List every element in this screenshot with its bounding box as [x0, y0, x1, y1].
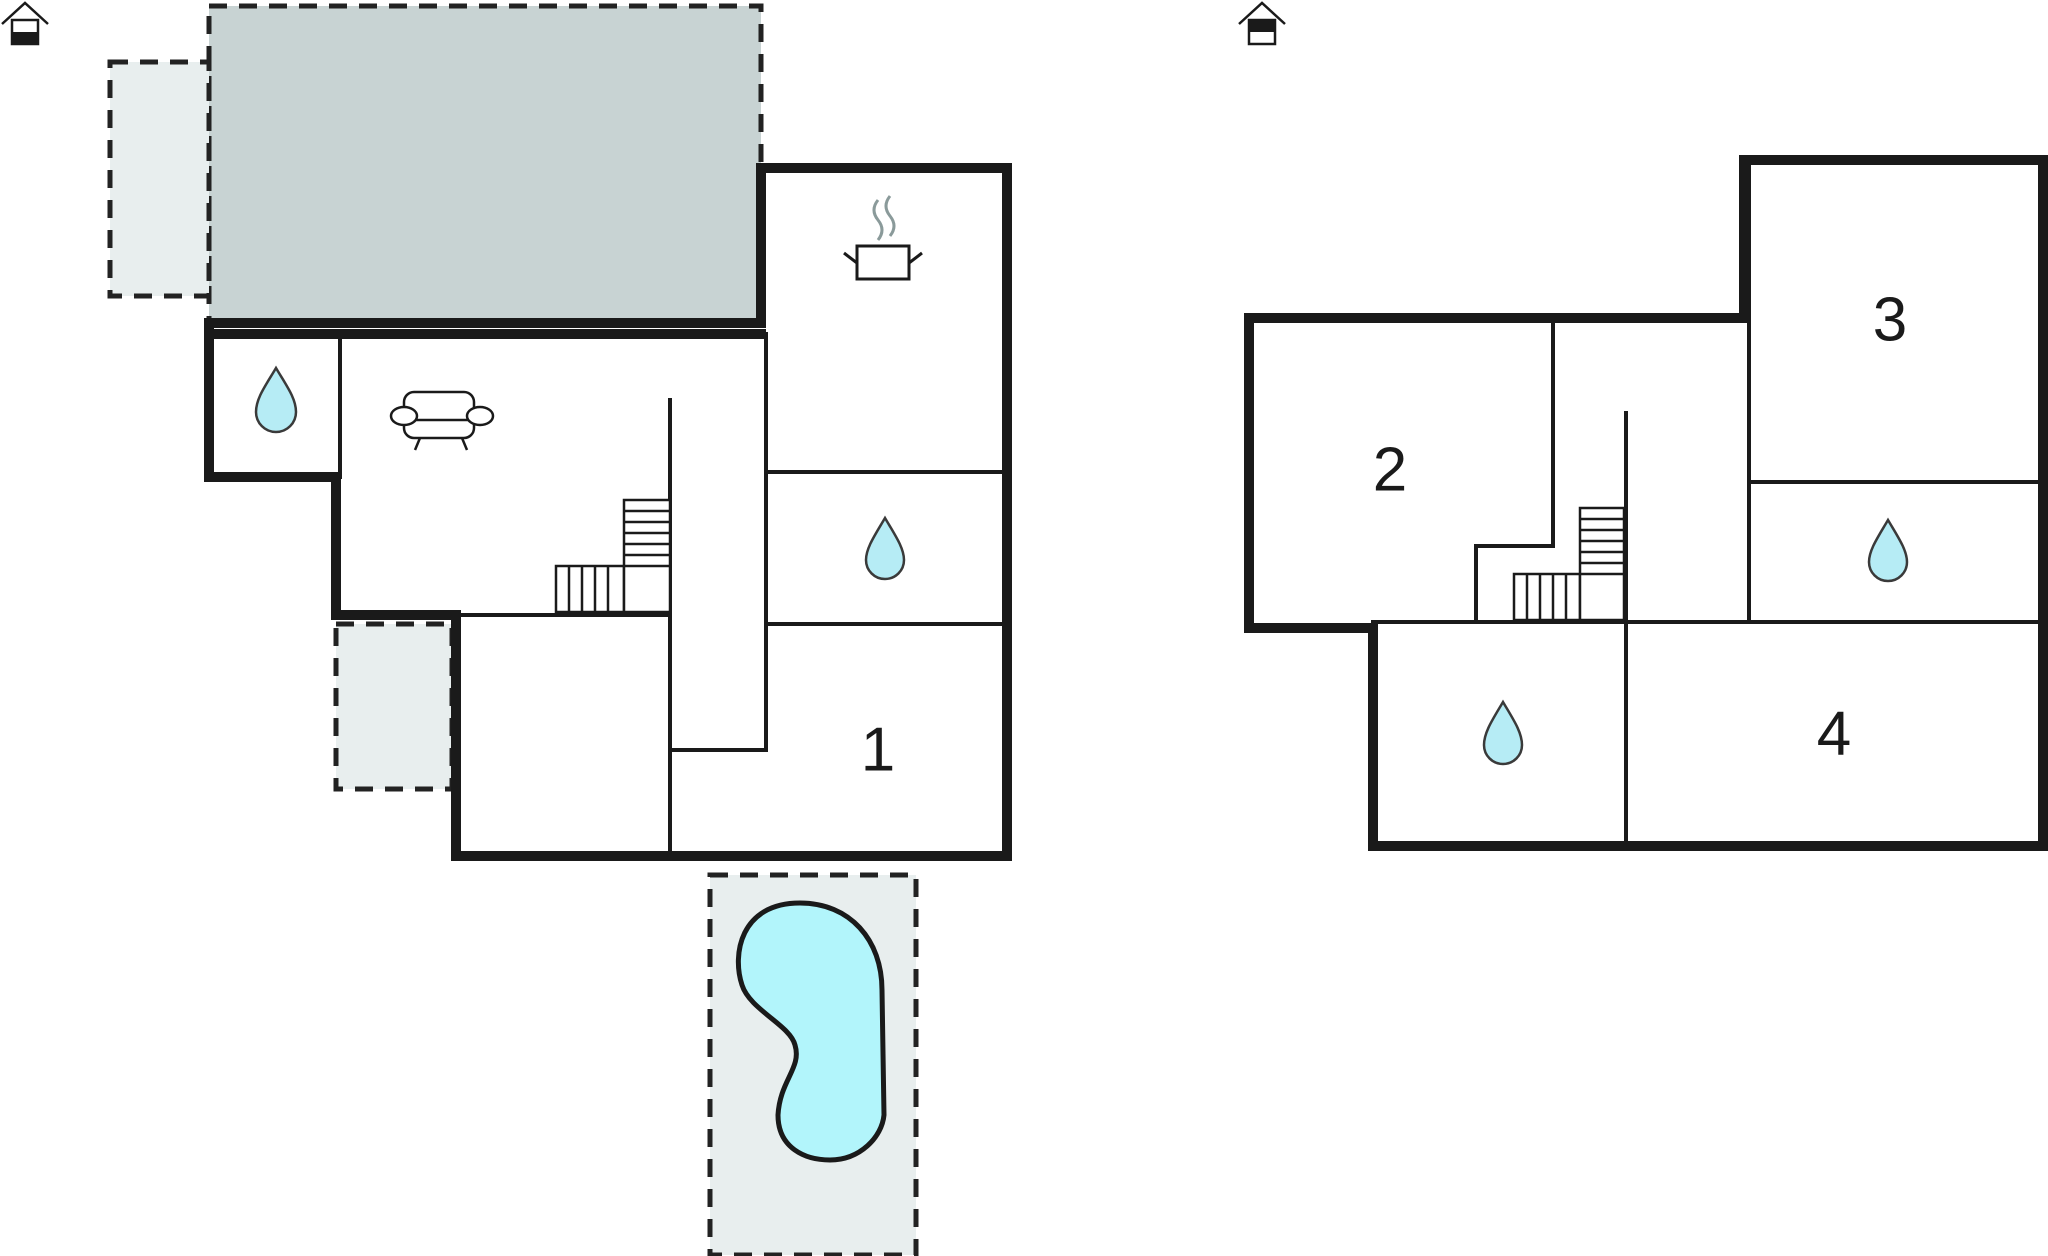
room-number: 4	[1817, 699, 1851, 768]
swimming-pool-icon	[735, 900, 887, 1163]
room-number: 2	[1373, 435, 1407, 504]
upper-floor-interior-walls	[1371, 158, 2045, 848]
terrace-lower	[333, 621, 455, 792]
sofa-icon	[389, 390, 495, 451]
room-number: 1	[861, 715, 895, 784]
house-ground-floor-icon	[1, 1, 49, 46]
cooking-pot-icon	[843, 195, 923, 281]
upper-floor-outer-wall	[1244, 155, 2048, 851]
water-drop-icon	[1482, 699, 1524, 766]
terrace-left	[107, 59, 212, 299]
ground-floor: 1	[1, 1, 1012, 1256]
room-number: 3	[1873, 285, 1907, 354]
water-drop-icon	[1867, 517, 1909, 583]
water-drop-icon	[864, 515, 906, 581]
covered-terrace	[206, 3, 764, 326]
house-upper-floor-icon	[1238, 1, 1286, 46]
ground-floor-interior-walls	[204, 329, 1009, 858]
water-drop-icon	[254, 365, 298, 434]
staircase-icon	[1512, 506, 1626, 622]
upper-floor: 2 3 4	[1238, 1, 2048, 851]
staircase-icon	[554, 498, 672, 614]
